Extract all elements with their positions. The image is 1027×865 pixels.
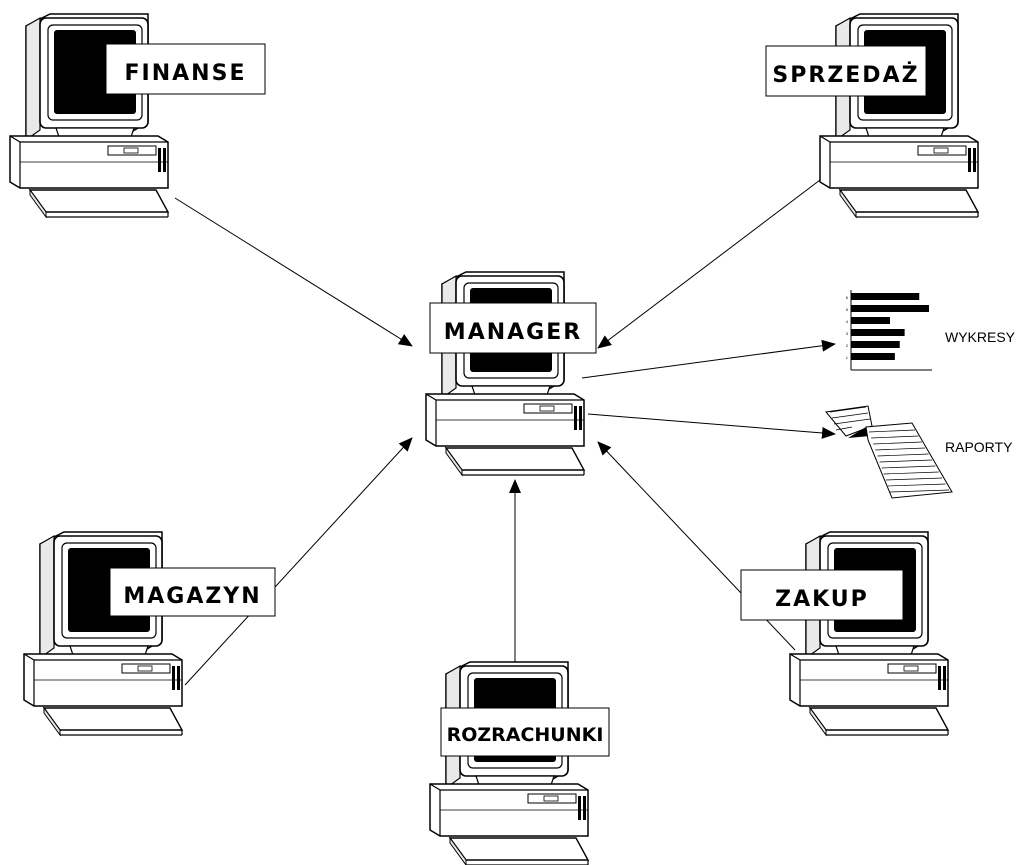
- manager-node: MANAGER: [429, 302, 597, 354]
- chart-icon-tick-label: 1: [846, 355, 849, 360]
- wykresy-label: WYKRESY: [945, 329, 1016, 345]
- printout-line: [885, 477, 943, 481]
- arrow-magazyn-to-manager: [184, 437, 413, 686]
- arrow-sprzedaz-to-manager: [597, 179, 821, 349]
- rozrachunki-computer-icon: [429, 661, 589, 865]
- finanse-node: FINANSE: [105, 43, 266, 95]
- printout-line: [871, 435, 919, 439]
- chart-icon-bar: [851, 305, 929, 312]
- wykresy-chart-icon: 6 5 4 3 2 1: [846, 290, 932, 371]
- sprzedaz-label: SPRZEDAŻ: [772, 62, 919, 88]
- manager-label: MANAGER: [444, 320, 582, 345]
- chart-icon-tick-label: 2: [846, 343, 849, 348]
- printout-line: [873, 441, 922, 445]
- printout-line: [887, 483, 946, 487]
- chart-icon-bar: [851, 293, 920, 300]
- chart-icon-bar: [851, 329, 905, 336]
- rozrachunki-label: ROZRACHUNKI: [447, 724, 604, 746]
- arrow-manager-to-raporty: [587, 413, 836, 439]
- zakup-node: ZAKUP: [740, 569, 904, 621]
- printout-line: [868, 429, 916, 433]
- chart-icon-tick-label: 3: [846, 331, 849, 336]
- chart-icon-tick-label: 5: [846, 307, 849, 312]
- sprzedaz-node: SPRZEDAŻ: [765, 45, 927, 97]
- zakup-label: ZAKUP: [775, 587, 869, 612]
- arrow-finanse-to-manager: [174, 197, 413, 347]
- printout-line: [875, 447, 926, 451]
- raporty-printout-icon: [825, 405, 953, 499]
- finanse-label: FINANSE: [125, 61, 247, 86]
- zakup-computer-icon: [789, 531, 949, 736]
- manager-computer-icon: [425, 271, 585, 476]
- arrow-manager-to-wykresy: [581, 339, 836, 379]
- magazyn-node: MAGAZYN: [109, 567, 276, 617]
- sprzedaz-computer-icon: [819, 13, 979, 218]
- magazyn-computer-icon: [23, 531, 183, 736]
- printout-line: [881, 465, 936, 469]
- printout-line: [889, 489, 950, 493]
- chart-icon-tick-label: 4: [846, 319, 849, 324]
- magazyn-label: MAGAZYN: [123, 584, 261, 609]
- chart-icon-bar: [851, 341, 900, 348]
- printout-line: [877, 453, 929, 457]
- printout-line: [879, 459, 933, 463]
- chart-icon-tick-label: 6: [846, 295, 849, 300]
- raporty-label: RAPORTY: [945, 439, 1013, 455]
- rozrachunki-node: ROZRACHUNKI: [440, 707, 610, 757]
- chart-icon-bar: [851, 317, 890, 324]
- printout-line: [883, 471, 939, 475]
- chart-icon-bar: [851, 353, 895, 360]
